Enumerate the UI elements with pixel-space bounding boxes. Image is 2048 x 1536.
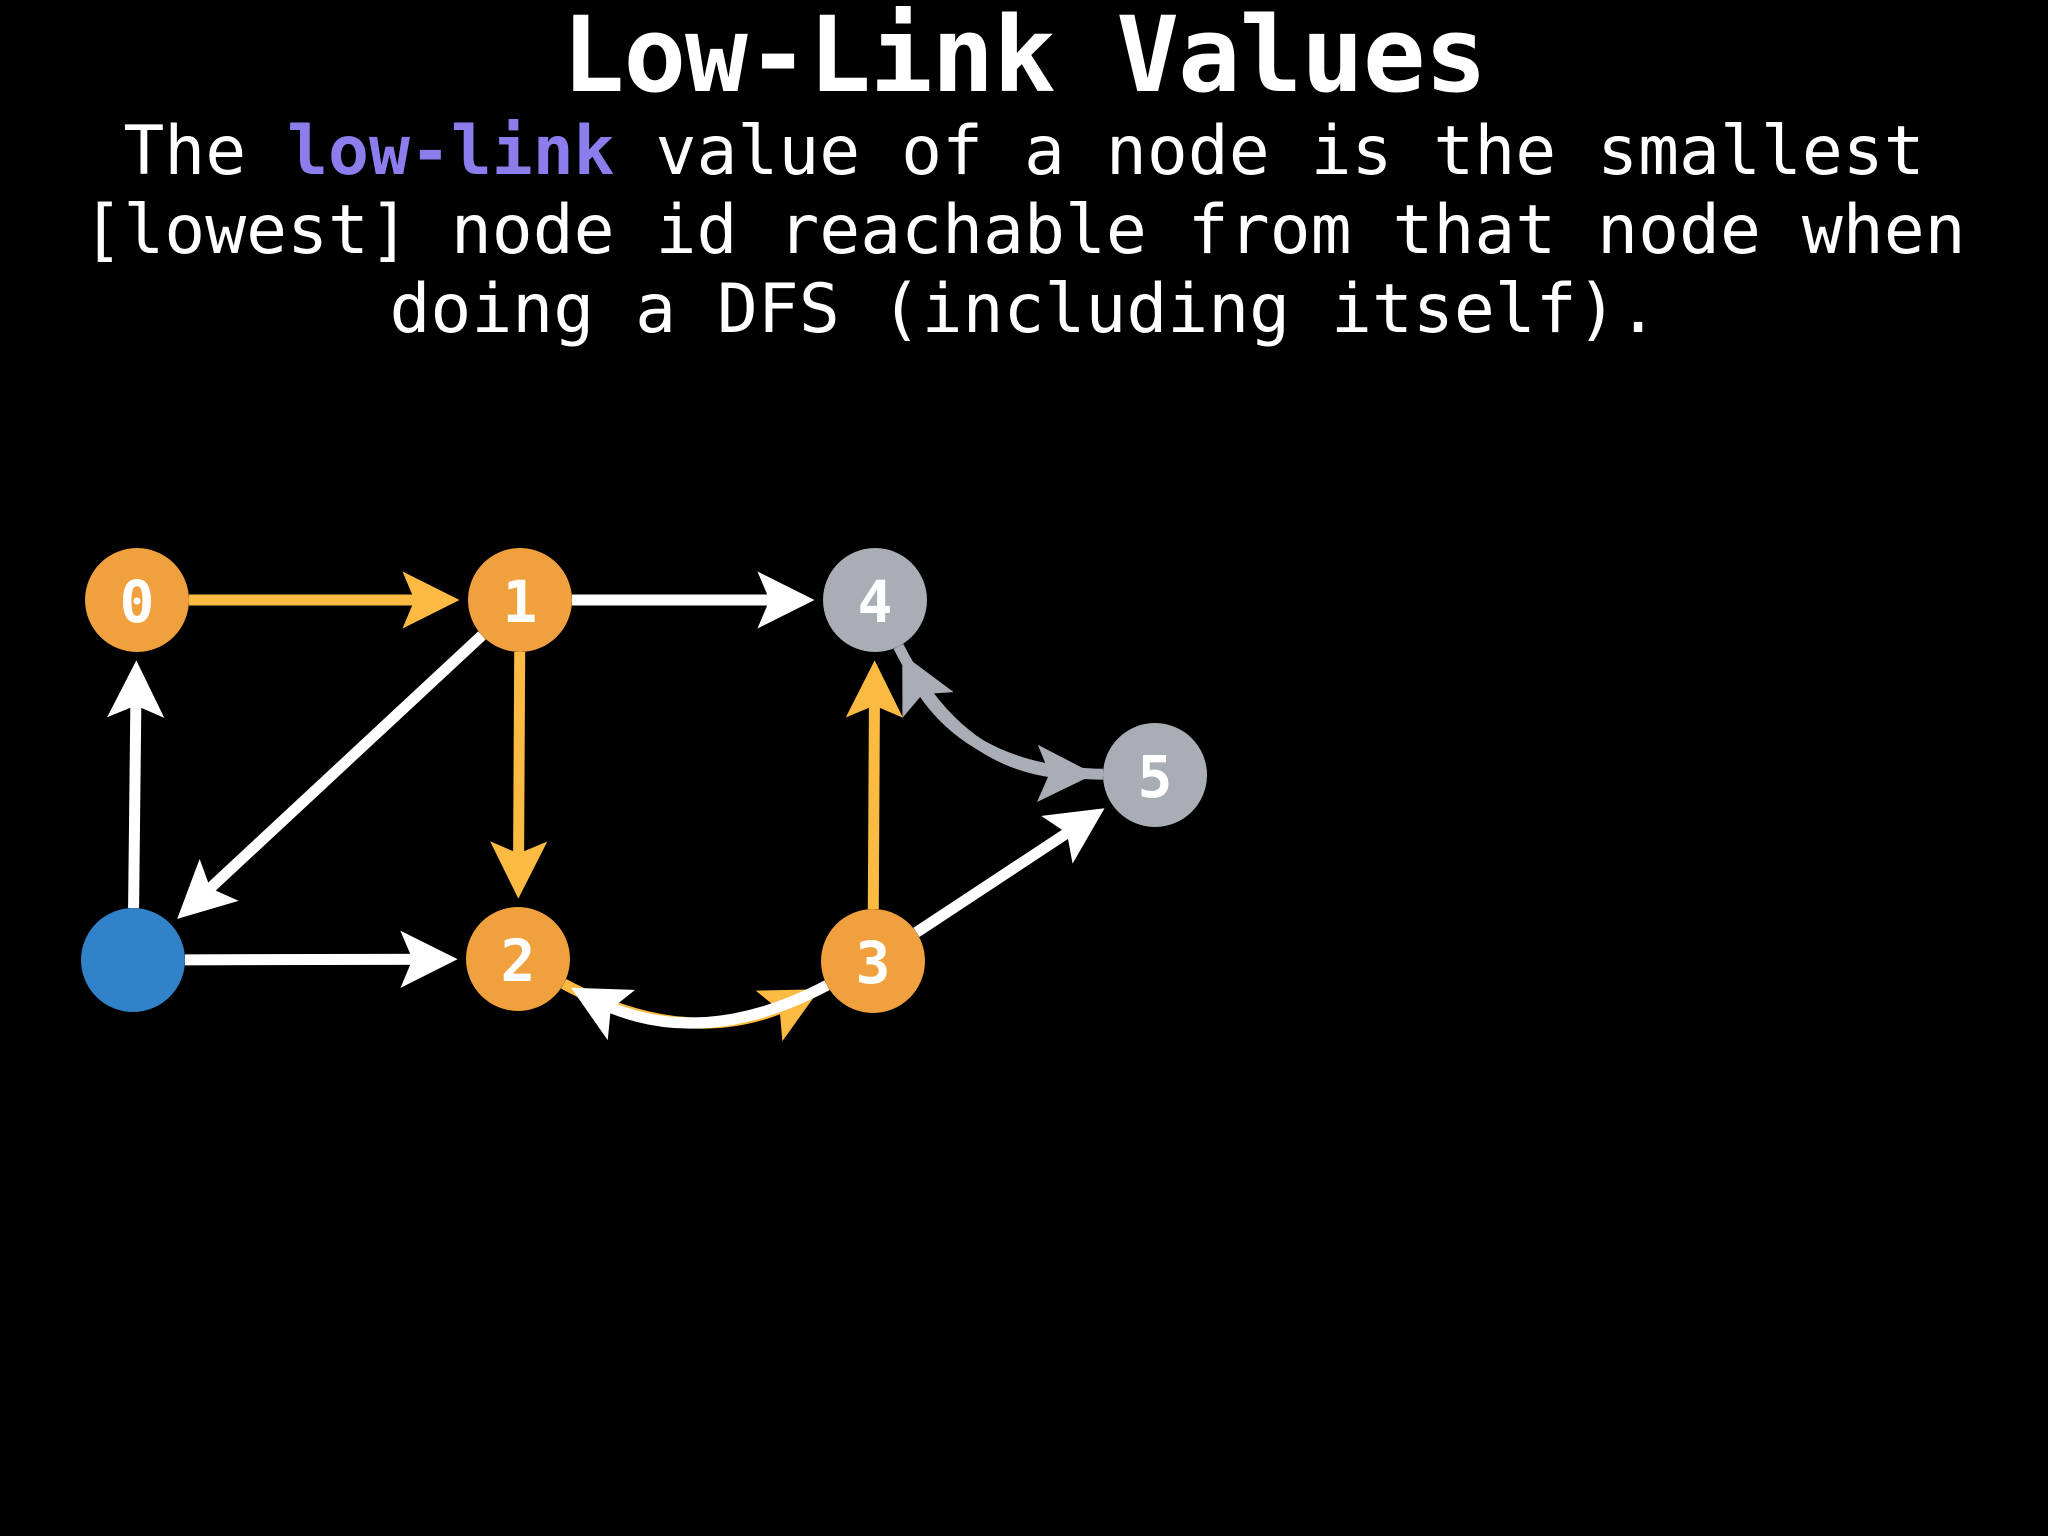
graph-edge-3-to-4 <box>845 660 903 910</box>
node-label: 2 <box>501 927 536 995</box>
graph-node-4[interactable]: 4 <box>823 548 927 652</box>
graph-edge-5-to-4 <box>902 653 1104 780</box>
slide-subtitle: The low-link value of a node is the smal… <box>0 112 2048 349</box>
graph-node-blue[interactable] <box>81 908 185 1012</box>
node-circle <box>823 548 927 652</box>
node-circle <box>81 908 185 1012</box>
node-circle <box>466 907 570 1011</box>
low-link-keyword: low-link <box>287 112 615 191</box>
graph-edge-3-to-2 <box>571 980 830 1041</box>
subtitle-line-3: doing a DFS (including itself). <box>389 270 1659 349</box>
node-layer: 0 1 4 5 2 3 <box>81 548 1207 1013</box>
graph-edge-3-to-5 <box>913 808 1105 937</box>
node-label: 4 <box>858 568 893 636</box>
graph-node-2[interactable]: 2 <box>466 907 570 1011</box>
graph-node-5[interactable]: 5 <box>1103 723 1207 827</box>
graph-edge-blue-to-2 <box>184 930 458 988</box>
node-circle <box>468 548 572 652</box>
graph-node-1[interactable]: 1 <box>468 548 572 652</box>
subtitle-line-2: [lowest] node id reachable from that nod… <box>82 191 1966 270</box>
node-circle <box>1103 723 1207 827</box>
graph-edge-1-to-2 <box>490 651 548 899</box>
page-title: Low-Link Values <box>561 0 1487 116</box>
graph-node-3[interactable]: 3 <box>821 909 925 1013</box>
subtitle-text-post: value of a node is the smallest <box>614 112 1925 191</box>
node-circle <box>85 548 189 652</box>
node-circle <box>821 909 925 1013</box>
graph-edge-blue-to-0 <box>107 660 165 909</box>
graph-node-0[interactable]: 0 <box>85 548 189 652</box>
node-label: 3 <box>856 929 891 997</box>
graph-edge-1-to-blue <box>177 631 486 919</box>
subtitle-line-1: The low-link value of a node is the smal… <box>0 112 2048 191</box>
node-label: 0 <box>120 568 155 636</box>
node-label: 1 <box>503 568 538 636</box>
subtitle-text-pre: The <box>123 112 288 191</box>
edge-layer <box>107 571 1105 1042</box>
node-label: 5 <box>1138 743 1173 811</box>
